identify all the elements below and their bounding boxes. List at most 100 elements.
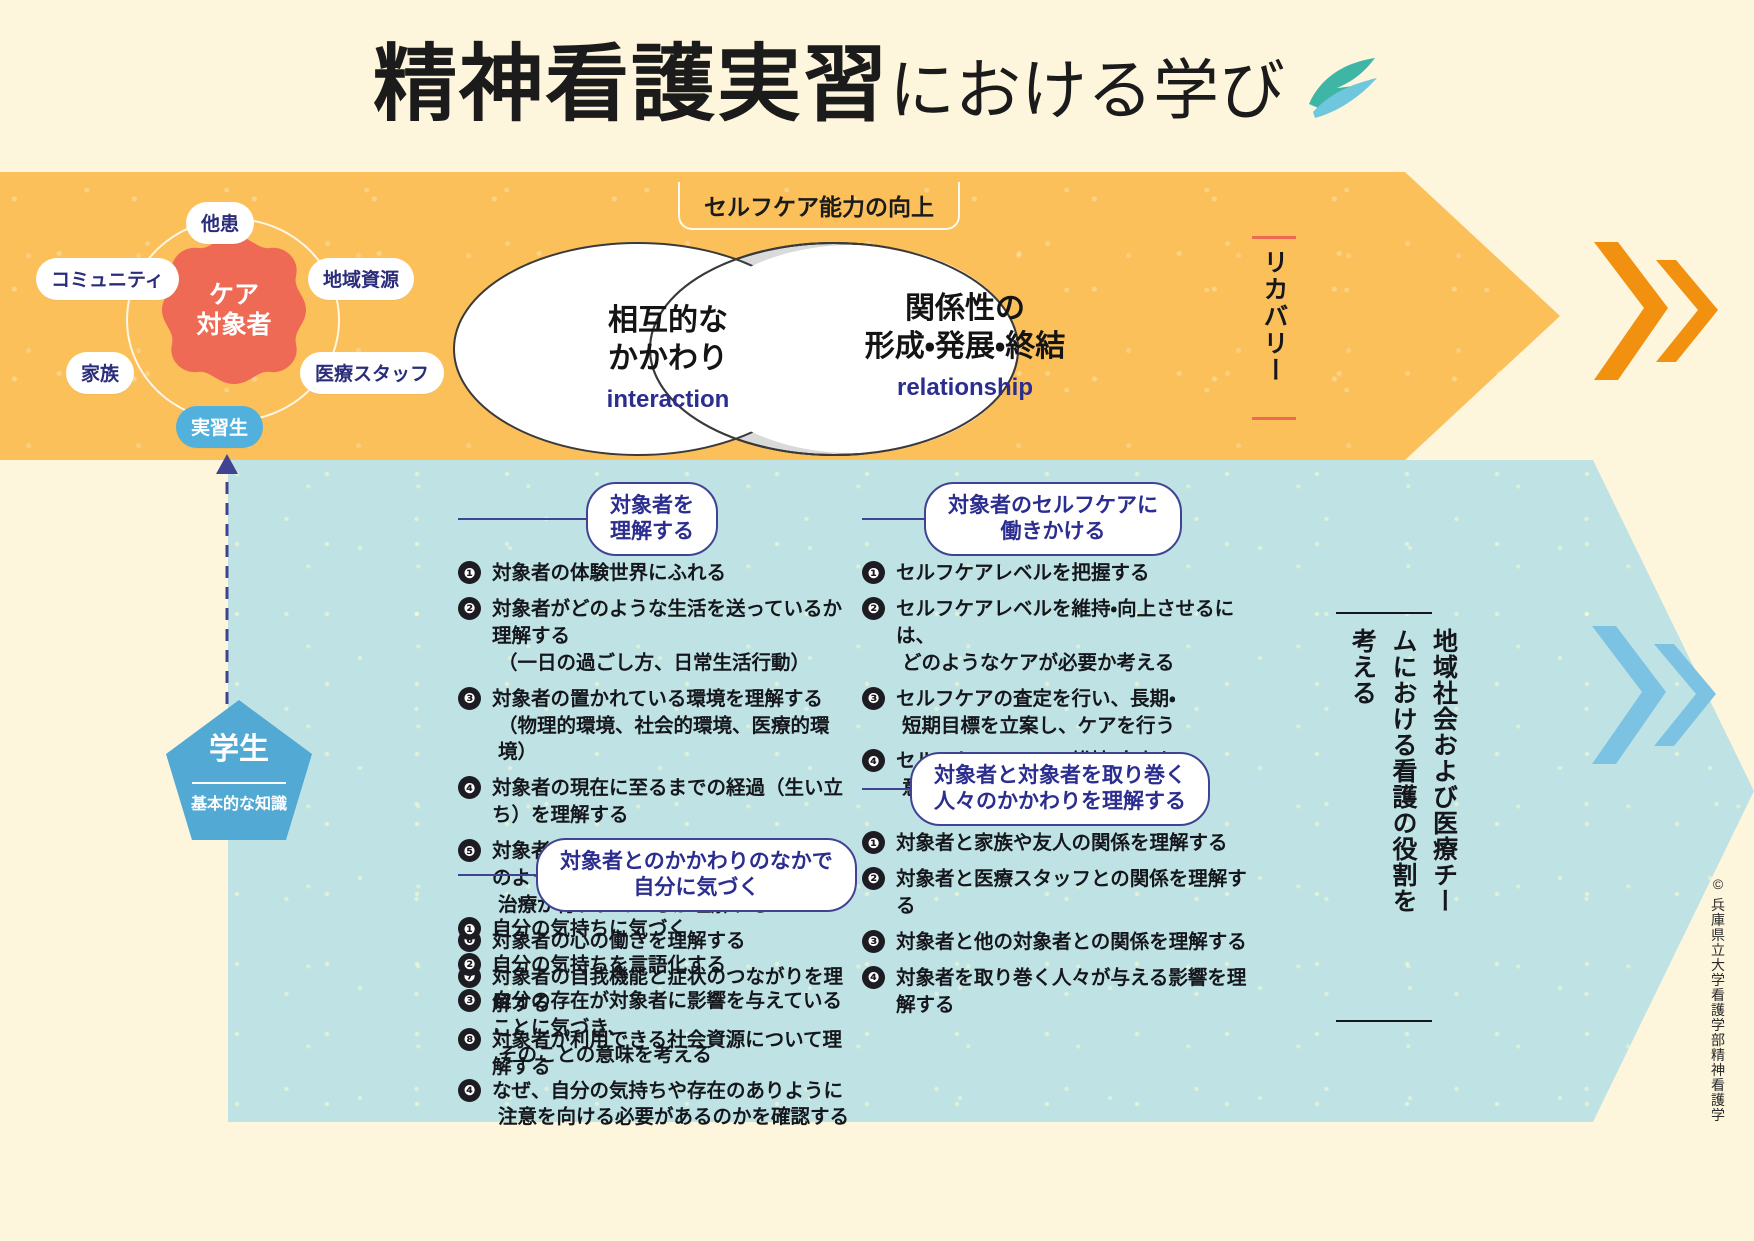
section-title-line2: 人々のかかわりを理解する xyxy=(934,789,1186,813)
item-text-line1: 対象者と他の対象者との関係を理解する xyxy=(896,930,1247,953)
section-header: 対象者を 理解する xyxy=(458,481,858,557)
header-rule-left xyxy=(458,518,586,520)
care-target-line2: 対象者 xyxy=(196,311,272,339)
item-number: ❸ xyxy=(458,988,481,1012)
item-text-line2: そのことの意味を考える xyxy=(498,1043,712,1066)
student-pentagon-shape xyxy=(166,700,312,840)
interaction-line1: 相互的な xyxy=(608,304,728,337)
list-item: ❸ 自分の存在が対象者に影響を与えていることに気づき、そのことの意味を考える xyxy=(458,988,858,1069)
student-node: 学生 基本的な知識 xyxy=(166,700,312,840)
item-text-line1: 対象者の心の働きを理解する xyxy=(492,929,746,952)
item-text-line2: （物理的環境、社会的環境、医療的環境） xyxy=(498,714,830,764)
item-text-line1: 対象者が利用できる社会資源について理解する xyxy=(492,1028,843,1078)
relationship-line2: 形成・発展・終結 xyxy=(864,330,1066,364)
ellipse-relationship-label: 関係性の 形成・発展・終結 relationship xyxy=(800,290,1130,404)
section-title-line2: 自分に気づく xyxy=(633,875,760,899)
item-text-line1: 対象者がどのような生活を送っているか理解する xyxy=(492,597,843,647)
recovery-rule-bottom xyxy=(1252,417,1296,420)
section-title-line1: 対象者のセルフケアに xyxy=(948,493,1158,517)
care-node-other-patients[interactable]: 他患 xyxy=(186,202,255,244)
item-number: ❶ xyxy=(862,561,885,584)
section-title-bubble: 対象者と対象者を取り巻く 人々のかかわりを理解する xyxy=(910,751,1210,827)
title-sub: における学び xyxy=(889,55,1285,128)
interaction-line2: かかわり xyxy=(608,342,728,376)
relationship-line1: 関係性の xyxy=(905,292,1025,325)
section-title-bubble: 対象者を 理解する xyxy=(586,481,718,557)
item-number: ❽ xyxy=(458,1027,481,1051)
header-rule-left xyxy=(458,874,536,876)
item-text-line1: 対象者の体験世界にふれる xyxy=(492,562,727,584)
care-node-community[interactable]: コミュニティ xyxy=(36,258,179,300)
copyright-notice: © 兵庫県立大学看護学部精神看護学 xyxy=(1710,876,1726,1123)
item-text-line1: 自分の気持ちを言語化する xyxy=(492,953,727,976)
recovery-rule-top xyxy=(1252,236,1296,239)
care-target-blob xyxy=(162,236,306,384)
item-text-line1: 対象者を取り巻く人々が与える影響を理解する xyxy=(896,966,1247,1016)
section-title-line1: 対象者を xyxy=(610,493,694,517)
item-number: ❺ xyxy=(458,839,481,863)
list-item: ❶ セルフケアレベルを把握する xyxy=(862,560,1252,587)
section-title-line2: 働きかける xyxy=(1000,519,1106,543)
student-divider xyxy=(192,782,286,784)
item-text-line1: セルフケアレベルを維持・向上させるには、 xyxy=(896,597,1235,647)
section-title-line1: 対象者と対象者を取り巻く xyxy=(934,763,1186,787)
item-text-line1: 対象者と医療スタッフとの関係を理解する xyxy=(896,867,1247,917)
item-text-line2: どのようなケアが必要か考える xyxy=(902,651,1175,674)
section-title-line2: 理解する xyxy=(610,519,694,543)
recovery-label-group: リカバリー xyxy=(1252,236,1296,420)
care-node-student-trainee[interactable]: 実習生 xyxy=(176,406,264,448)
section-header: 対象者のセルフケアに 働きかける xyxy=(862,481,1252,557)
blue-chevron-icon xyxy=(1592,626,1716,764)
relationship-en: relationship xyxy=(896,373,1034,401)
role-rule-bottom xyxy=(1336,1020,1432,1022)
section-title-bubble: 対象者のセルフケアに 働きかける xyxy=(924,481,1182,557)
section-title-line1: 対象者とのかかわりのなかで xyxy=(560,849,833,873)
section-header: 対象者と対象者を取り巻く 人々のかかわりを理解する xyxy=(862,751,1252,827)
item-text-line1: 対象者と家族や友人の関係を理解する xyxy=(896,832,1228,854)
list-item: ❷ 対象者と医療スタッフとの関係を理解する xyxy=(862,866,1252,920)
item-text-line2: 短期目標を立案し、ケアを行う xyxy=(902,714,1176,737)
care-target-label: ケア 対象者 xyxy=(170,246,298,374)
title-main: 精神看護実習 xyxy=(372,39,889,132)
item-number: ❹ xyxy=(862,749,885,773)
student-label: 学生 xyxy=(209,733,269,766)
care-node-medical-staff[interactable]: 医療スタッフ xyxy=(300,352,445,394)
nursing-role-text: 地域社会および医療チームにおける看護の役割を考える xyxy=(1348,628,1458,914)
section-header: 対象者とのかかわりのなかで 自分に気づく xyxy=(458,837,858,913)
item-text-line1: なぜ、自分の気持ちや存在のありように xyxy=(492,1079,844,1102)
item-text-line1: 対象者の置かれている環境を理解する xyxy=(492,687,823,710)
section-title-bubble: 対象者とのかかわりのなかで 自分に気づく xyxy=(536,837,857,913)
care-node-family[interactable]: 家族 xyxy=(66,352,135,394)
item-text-line1: 自分の気持ちに気づく xyxy=(492,918,688,940)
care-target-cluster: ケア 対象者 他患 コミュニティ 地域資源 家族 医療スタッフ 実習生 xyxy=(18,186,445,454)
item-text-line2: 注意を向ける必要があるのかを確認する xyxy=(498,1106,850,1129)
item-number: ❹ xyxy=(862,965,885,989)
item-number: ❷ xyxy=(458,596,481,620)
student-sub-label: 基本的な知識 xyxy=(190,796,287,813)
selfcare-improvement-label: セルフケア能力の向上 xyxy=(678,182,960,230)
item-text-line1: 自分の存在が対象者に影響を与えていることに気づき、 xyxy=(492,989,843,1039)
recovery-label: リカバリー xyxy=(1260,249,1288,384)
care-node-regional-resources[interactable]: 地域資源 xyxy=(308,258,415,300)
item-number: ❷ xyxy=(862,866,885,890)
page-title: 精神看護実習における学び xyxy=(0,0,1754,172)
header-rule-left xyxy=(862,518,924,520)
page-title-text: 精神看護実習における学び xyxy=(373,44,1285,128)
leaf-icon xyxy=(1309,58,1377,118)
item-text-line1: セルフケアレベルを把握する xyxy=(896,562,1150,584)
student-to-care-arrow xyxy=(216,454,238,704)
